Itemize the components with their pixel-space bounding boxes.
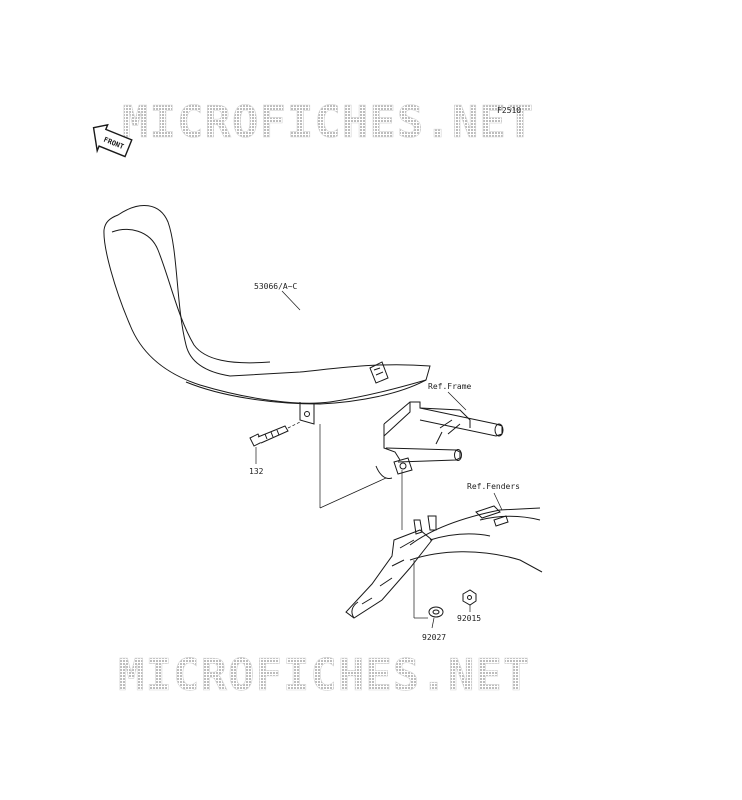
watermark-top: MICROFICHES.NET bbox=[122, 97, 534, 148]
assembly-guide-lines bbox=[319, 424, 428, 619]
watermark-bottom: MICROFICHES.NET bbox=[118, 650, 530, 701]
fenders-reference-label: Ref.Fenders bbox=[467, 482, 520, 491]
fenders-reference bbox=[345, 505, 543, 619]
diagram-code: F2510 bbox=[497, 106, 521, 115]
bolt-part-number: 132 bbox=[249, 467, 264, 476]
bolt-part bbox=[249, 425, 289, 447]
seat-part-number: 53066/A~C bbox=[254, 282, 298, 291]
front-arrow-icon: FRONT bbox=[92, 123, 133, 158]
frame-reference-label: Ref.Frame bbox=[428, 382, 472, 391]
washer-part-number: 92027 bbox=[422, 633, 446, 642]
nut-part-number: 92015 bbox=[457, 614, 481, 623]
nut-part bbox=[462, 589, 477, 606]
frame-reference bbox=[375, 401, 504, 479]
washer-part bbox=[428, 606, 444, 618]
seat-part bbox=[103, 204, 431, 425]
